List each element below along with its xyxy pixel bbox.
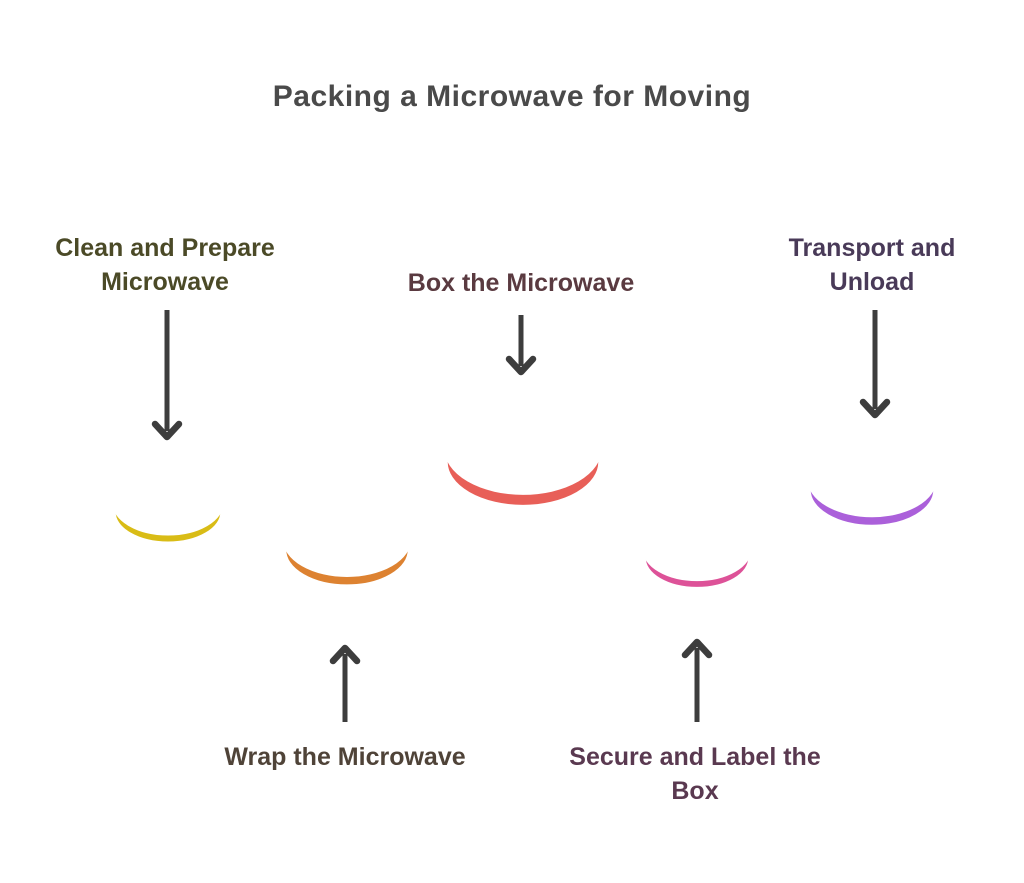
- step-label-box-the-microwave: Box the Microwave: [407, 269, 635, 297]
- arrow-head: [505, 355, 537, 376]
- gear-clean-and-prepare-microwave: [111, 471, 225, 546]
- arrow-wrap-the-microwave: [329, 644, 361, 722]
- gear-wrap-the-microwave: [282, 503, 412, 589]
- gear-hole-inner-wall: [113, 480, 223, 544]
- step-label-wrap-the-microwave: Wrap the Microwave: [224, 743, 466, 771]
- gear-hole-rim: [443, 415, 603, 509]
- arrow-secure-and-label-the-box: [681, 638, 713, 722]
- gear-transport-and-unload: [806, 442, 938, 529]
- gear-hole-inner-wall: [643, 527, 751, 589]
- arrow-head: [329, 644, 361, 665]
- arrow-head: [681, 638, 713, 659]
- gear-box-the-microwave: [443, 404, 603, 509]
- gear-hole-rim: [111, 478, 225, 546]
- gear-hole-inner-wall: [808, 453, 936, 527]
- arrow-head: [151, 420, 183, 441]
- gear-hole-inner-wall: [445, 417, 601, 507]
- step-label-clean-and-prepare-microwave: Clean and Prepare Microwave: [55, 234, 275, 296]
- gear-hole-rim: [806, 451, 938, 529]
- step-label-transport-and-unload: Transport and Unload: [788, 234, 956, 296]
- step-label-secure-and-label-the-box: Secure and Label the Box: [569, 743, 821, 805]
- gear-secure-and-label-the-box: [641, 518, 753, 591]
- arrow-head: [859, 398, 891, 419]
- gear-hole-rim: [641, 525, 753, 591]
- arrow-transport-and-unload: [859, 310, 891, 419]
- arrow-clean-and-prepare-microwave: [151, 310, 183, 441]
- gear-hole-rim: [282, 511, 412, 589]
- gear-hole-inner-wall: [284, 513, 410, 587]
- page-title: Packing a Microwave for Moving: [272, 80, 752, 113]
- arrow-box-the-microwave: [505, 315, 537, 376]
